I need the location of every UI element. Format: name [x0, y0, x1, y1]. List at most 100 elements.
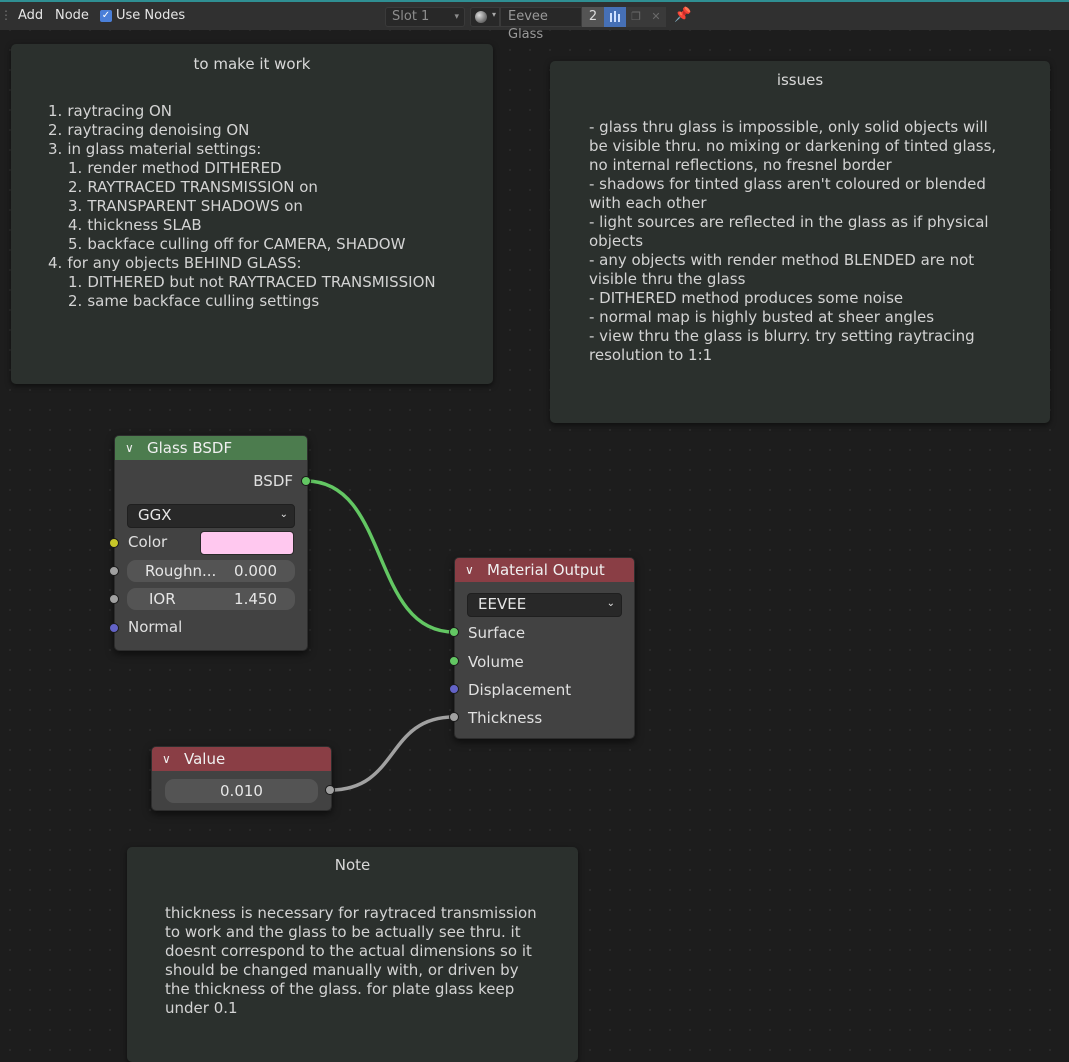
glass-bsdf-node[interactable]: ∨ Glass BSDF BSDF GGX ⌄ Color Roughn... … — [114, 435, 308, 651]
frame-issues[interactable]: issues - glass thru glass is impossible,… — [550, 61, 1050, 423]
text-line: resolution to 1:1 — [589, 346, 713, 364]
volume-input-socket[interactable] — [449, 656, 459, 666]
link-value-to-thickness[interactable] — [329, 715, 455, 792]
normal-input-socket[interactable] — [109, 623, 119, 633]
roughness-input-socket[interactable] — [109, 566, 119, 576]
color-label: Color — [128, 533, 168, 551]
frame-title: Note — [334, 856, 371, 874]
bsdf-output-label: BSDF — [253, 472, 293, 490]
use-nodes-label[interactable]: Use Nodes — [116, 8, 186, 23]
list-item: 5.backface culling off for CAMERA, SHADO… — [48, 235, 436, 254]
chevron-down-icon: ⌄ — [606, 598, 615, 609]
list-item: 1.render method DITHERED — [48, 159, 436, 178]
material-output-node[interactable]: ∨ Material Output EEVEE ⌄ Surface Volume… — [454, 557, 635, 739]
text-line: visible thru the glass — [589, 270, 746, 288]
material-sphere-icon — [475, 11, 487, 23]
ior-field[interactable]: IOR 1.450 — [127, 588, 295, 610]
node-title: Value — [184, 750, 226, 768]
thickness-label: Thickness — [468, 709, 543, 727]
surface-label: Surface — [468, 624, 526, 642]
displacement-input-socket[interactable] — [449, 684, 459, 694]
node-menu[interactable]: Node — [55, 8, 89, 23]
use-nodes-checkbox[interactable]: ✓ — [100, 10, 112, 22]
text-line: no internal reflections, no fresnel bord… — [589, 156, 892, 174]
text-line: - any objects with render method BLENDED… — [589, 251, 975, 269]
list-text: in glass material settings: — [67, 140, 262, 158]
chevron-down-icon[interactable]: ∨ — [162, 752, 171, 766]
list-text: for any objects BEHIND GLASS: — [67, 254, 302, 272]
list-number: 3. — [68, 197, 83, 215]
text-line: with each other — [589, 194, 707, 212]
chevron-down-icon: ⌄ — [279, 509, 288, 520]
ior-value: 1.450 — [234, 590, 277, 608]
duplicate-icon: ❐ — [631, 10, 641, 23]
list-number: 4. — [48, 254, 63, 272]
node-title: Material Output — [487, 561, 605, 579]
thickness-input-socket[interactable] — [449, 712, 459, 722]
distribution-dropdown[interactable]: GGX ⌄ — [127, 504, 295, 528]
list-text: raytracing ON — [67, 102, 173, 120]
roughness-field[interactable]: Roughn... 0.000 — [127, 560, 295, 582]
list-item: 2.RAYTRACED TRANSMISSION on — [48, 178, 436, 197]
node-header[interactable]: ∨ Material Output — [455, 558, 634, 582]
ior-input-socket[interactable] — [109, 594, 119, 604]
surface-input-socket[interactable] — [449, 627, 459, 637]
list-text: same backface culling settings — [87, 292, 320, 310]
slot-selector[interactable]: Slot 1 ▾ — [385, 7, 465, 27]
bsdf-output-socket[interactable] — [301, 476, 311, 486]
add-menu[interactable]: Add — [18, 8, 44, 23]
chevron-down-icon: ▾ — [491, 10, 496, 19]
text-line: thickness is necessary for raytraced tra… — [165, 904, 537, 922]
text-line: should be changed manually with, or driv… — [165, 961, 519, 979]
list-number: 5. — [68, 235, 83, 253]
text-line: to work and the glass to be actually see… — [165, 923, 521, 941]
list-item: 4.for any objects BEHIND GLASS: — [48, 254, 436, 273]
text-line: doesnt correspond to the actual dimensio… — [165, 942, 532, 960]
slot-label: Slot 1 — [392, 9, 430, 24]
value-field[interactable]: 0.010 — [165, 779, 318, 803]
value-number: 0.010 — [220, 782, 263, 800]
text-line: - normal map is highly busted at sheer a… — [589, 308, 935, 326]
chevron-down-icon: ▾ — [454, 12, 459, 22]
list-number: 1. — [48, 102, 63, 120]
shield-bars-icon — [610, 11, 620, 22]
header-drag-handle-icon[interactable]: ⋮ — [0, 8, 12, 22]
unlink-material-button[interactable]: ✕ — [646, 7, 666, 27]
node-title: Glass BSDF — [147, 439, 233, 457]
chevron-down-icon[interactable]: ∨ — [125, 441, 134, 455]
list-text: backface culling off for CAMERA, SHADOW — [87, 235, 406, 253]
link-bsdf-to-surface[interactable] — [305, 479, 455, 634]
color-input-socket[interactable] — [109, 538, 119, 548]
text-line: - glass thru glass is impossible, only s… — [589, 118, 988, 136]
browse-material-button[interactable]: ▾ — [470, 7, 500, 27]
roughness-label: Roughn... — [145, 562, 217, 580]
fake-user-button[interactable] — [604, 7, 626, 27]
list-text: raytracing denoising ON — [67, 121, 250, 139]
list-number: 2. — [68, 178, 83, 196]
chevron-down-icon[interactable]: ∨ — [465, 563, 474, 577]
node-header[interactable]: ∨ Glass BSDF — [115, 436, 307, 460]
user-count-badge[interactable]: 2 — [582, 7, 604, 27]
list-item: 4.thickness SLAB — [48, 216, 436, 235]
text-line: under 0.1 — [165, 999, 238, 1017]
node-header[interactable]: ∨ Value — [152, 747, 331, 771]
frame-note[interactable]: Note thickness is necessary for raytrace… — [127, 847, 578, 1062]
value-output-socket[interactable] — [325, 785, 335, 795]
list-number: 2. — [68, 292, 83, 310]
color-swatch[interactable] — [200, 531, 294, 555]
target-dropdown[interactable]: EEVEE ⌄ — [467, 593, 622, 617]
duplicate-material-button[interactable]: ❐ — [626, 7, 646, 27]
pin-icon[interactable]: 📌 — [674, 7, 692, 23]
list-item: 2.raytracing denoising ON — [48, 121, 436, 140]
frame-title: issues — [776, 71, 824, 89]
text-line: - view thru the glass is blurry. try set… — [589, 327, 975, 345]
close-icon: ✕ — [651, 10, 661, 23]
value-node[interactable]: ∨ Value 0.010 — [151, 746, 332, 811]
list-item: 3.in glass material settings: — [48, 140, 436, 159]
material-name-field[interactable]: Eevee Glass — [500, 7, 582, 42]
target-value: EEVEE — [478, 595, 527, 613]
list-text: DITHERED but not RAYTRACED TRANSMISSION — [87, 273, 436, 291]
note-text: thickness is necessary for raytraced tra… — [165, 904, 537, 1018]
